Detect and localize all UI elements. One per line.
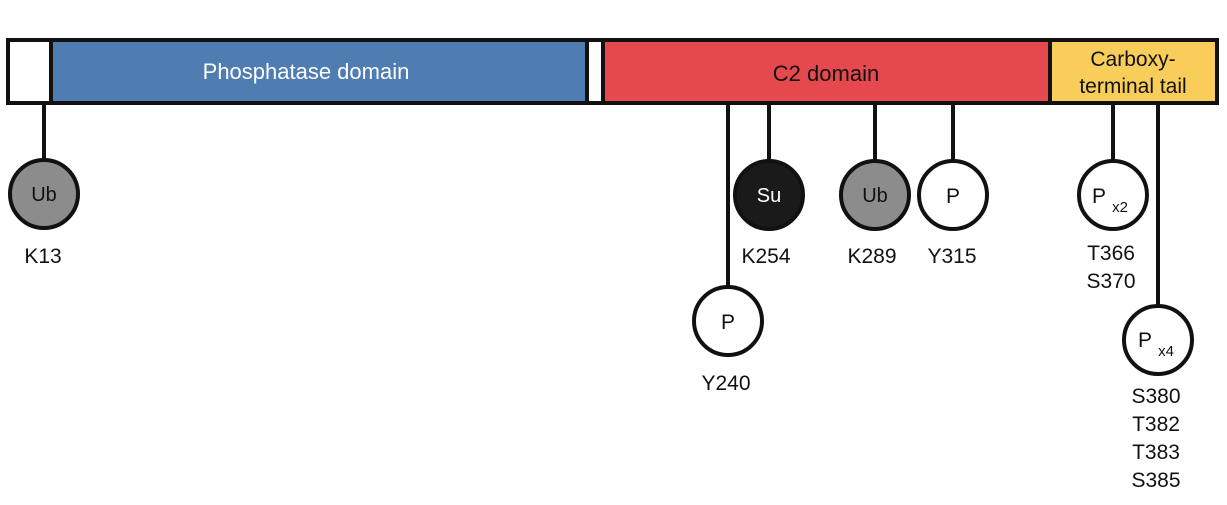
site-label-s380: S380	[1131, 385, 1180, 408]
phospho-x4-subscript: x4	[1158, 343, 1174, 360]
site-label-k13: K13	[24, 245, 61, 268]
phospho-x2-circle	[1077, 159, 1149, 231]
site-label-y315: Y315	[927, 245, 976, 268]
site-label-s370: S370	[1086, 270, 1135, 293]
site-label-y240: Y240	[701, 372, 750, 395]
phosphatase-domain-block	[49, 38, 589, 105]
c2-domain-label: C2 domain	[773, 61, 879, 86]
carboxy-terminal-tail-label-line1: Carboxy-	[1090, 48, 1175, 71]
site-label-t382: T382	[1132, 413, 1180, 436]
phosphatase-domain-label: Phosphatase domain	[203, 59, 410, 84]
site-label-k254: K254	[741, 245, 790, 268]
site-label-k289: K289	[847, 245, 896, 268]
ubiquitin-k289-circle	[839, 159, 911, 231]
phospho-x4-circle	[1122, 304, 1194, 376]
phospho-y315-circle	[917, 159, 989, 231]
site-label-t366: T366	[1087, 242, 1135, 265]
phospho-x4-symbol: P	[1138, 329, 1152, 352]
ubiquitin-k289-symbol: Ub	[862, 185, 888, 207]
site-label-s385: S385	[1131, 469, 1180, 492]
phospho-y240-circle	[692, 285, 764, 357]
site-label-t383: T383	[1132, 441, 1180, 464]
carboxy-terminal-tail-label-line2: terminal tail	[1079, 75, 1186, 98]
phospho-x2-symbol: P	[1092, 185, 1106, 208]
sumo-k254-circle	[733, 159, 805, 231]
c2-domain-block	[601, 38, 1052, 105]
phospho-y240-symbol: P	[721, 311, 735, 334]
ubiquitin-k13-symbol: Ub	[31, 184, 57, 206]
carboxy-terminal-tail-block	[1048, 38, 1219, 105]
sumo-k254-symbol: Su	[757, 185, 781, 207]
phospho-x2-subscript: x2	[1112, 199, 1128, 216]
ubiquitin-k13-circle	[8, 158, 80, 230]
phospho-y315-symbol: P	[946, 185, 960, 208]
